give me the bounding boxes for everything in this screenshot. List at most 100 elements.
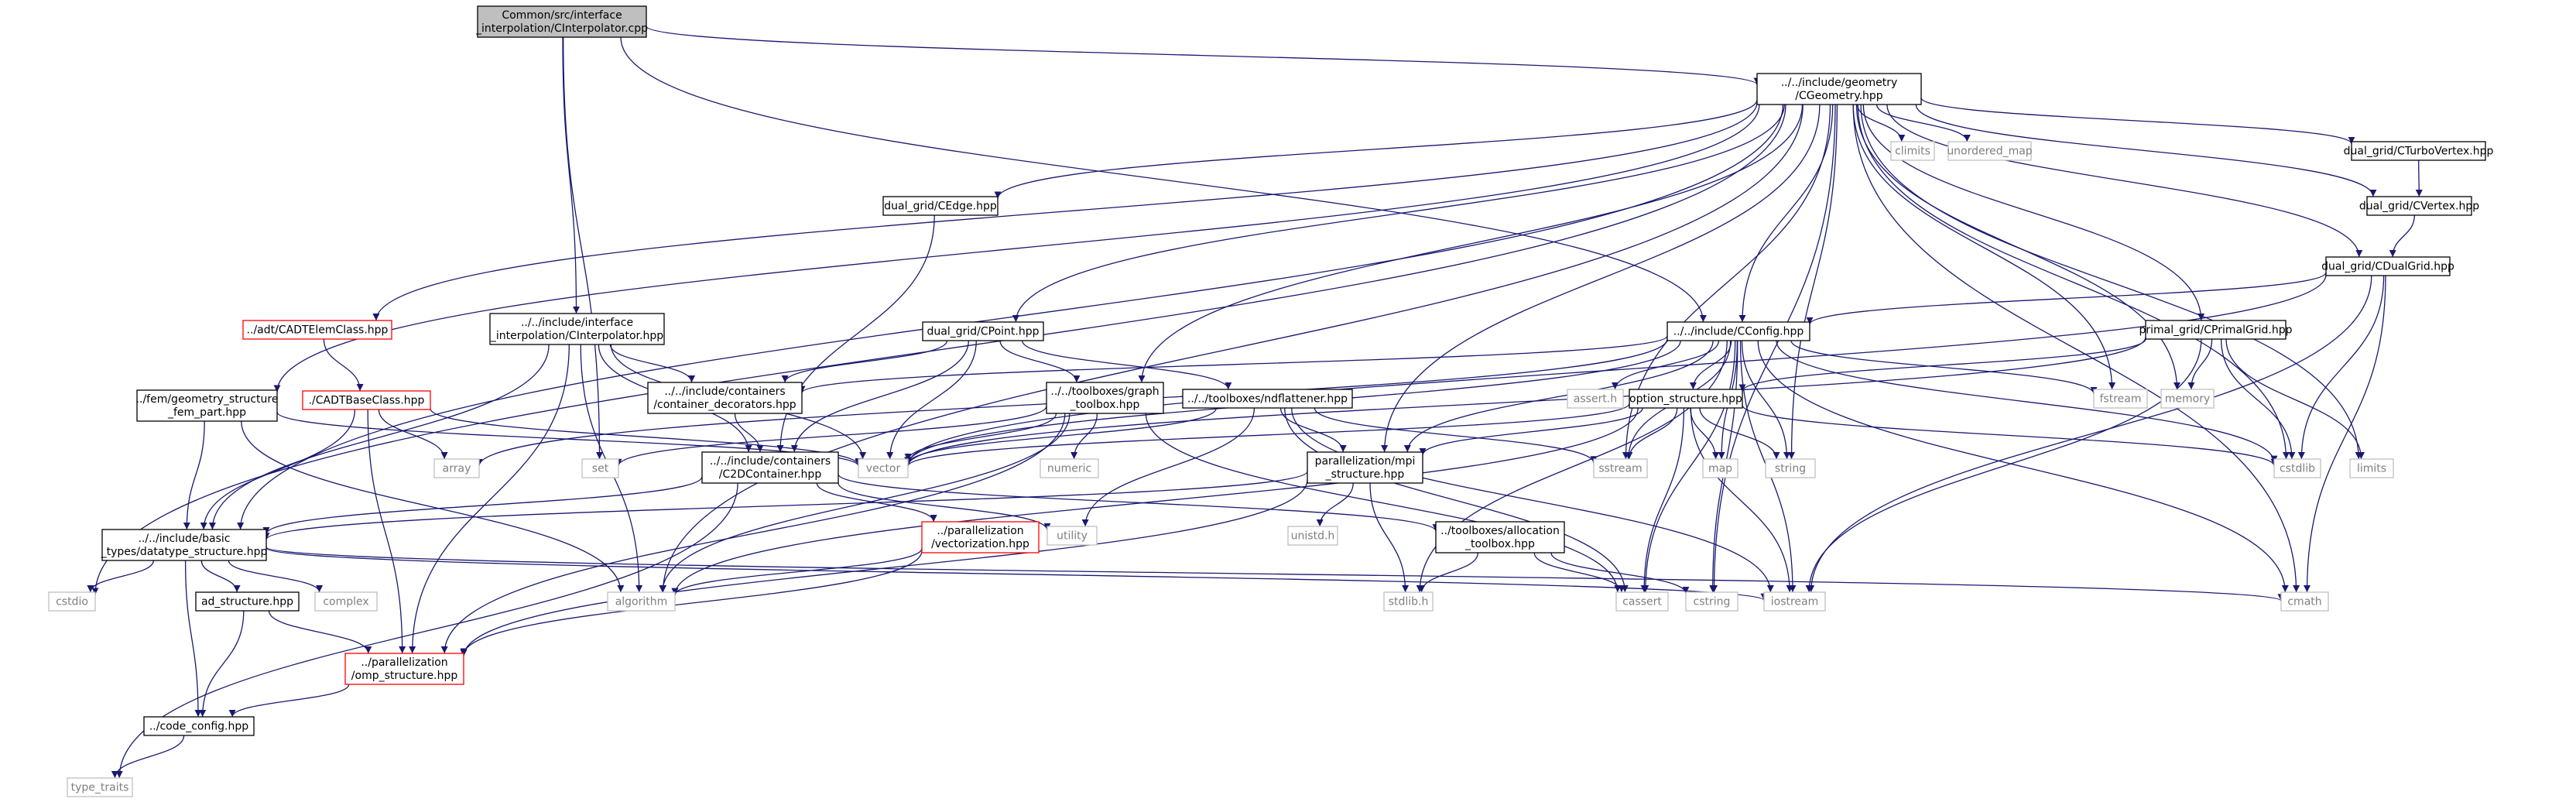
edge-graph_toolbox-to-set xyxy=(615,406,1047,466)
node-box-cstdio xyxy=(48,591,96,612)
node-container_dec[interactable]: ../../include/containers/container_decor… xyxy=(647,382,803,414)
node-box-cmath xyxy=(2280,591,2329,612)
node-interp_hpp[interactable]: ../../include/interface_interpolation/CI… xyxy=(489,313,665,345)
edge-turbovertex-to-cvertex xyxy=(2415,159,2423,197)
edge-option-to-string xyxy=(1699,407,1780,460)
node-cconfig[interactable]: ../../include/CConfig.hpp xyxy=(1667,321,1810,341)
node-fem[interactable]: ../fem/geometry_structure_fem_part.hpp xyxy=(136,389,279,422)
edge-geometry-to-primal xyxy=(1862,104,2205,321)
node-ndflattener[interactable]: ../../toolboxes/ndflattener.hpp xyxy=(1182,389,1353,409)
edge-option-to-iostream xyxy=(1690,407,1793,593)
node-option[interactable]: option_structure.hpp xyxy=(1629,389,1743,409)
node-cstdlib: cstdlib xyxy=(2273,458,2321,478)
edge-geometry-to-limits xyxy=(1860,104,2362,460)
edge-fem-to-datatype xyxy=(183,420,205,530)
node-cadtbase[interactable]: ./CADTBaseClass.hpp xyxy=(302,390,431,410)
node-label-ndflattener: ../../toolboxes/ndflattener.hpp xyxy=(1187,393,1348,406)
node-label-fem: _fem_part.hpp xyxy=(167,406,246,419)
node-box-limits xyxy=(2349,458,2394,478)
node-memory: memory xyxy=(2160,389,2215,409)
node-label-primal: primal_grid/CPrimalGrid.hpp xyxy=(2139,324,2293,337)
node-label-mpi: parallelization/mpi xyxy=(1315,455,1416,468)
node-cadtelem[interactable]: ../adt/CADTElemClass.hpp xyxy=(242,320,392,340)
node-box-primal xyxy=(2145,320,2287,340)
node-array: array xyxy=(433,458,480,478)
node-dualgrid[interactable]: dual_grid/CDualGrid.hpp xyxy=(2321,256,2454,276)
node-box-interp_hpp xyxy=(489,313,665,345)
node-root[interactable]: Common/src/interface_interpolation/CInte… xyxy=(475,5,648,38)
node-omp[interactable]: ../parallelization/omp_structure.hpp xyxy=(344,653,464,685)
edge-fem-to-algorithm xyxy=(241,420,625,593)
node-box-geometry xyxy=(1756,73,1922,105)
node-label-cadtelem: ../adt/CADTElemClass.hpp xyxy=(247,324,389,337)
edge-primal-to-memory xyxy=(2187,338,2213,390)
edge-geometry-to-cstdlib xyxy=(1857,104,2290,460)
edge-c2d-to-datatype xyxy=(262,476,703,535)
node-box-cadtelem xyxy=(242,320,392,340)
edge-dualgrid-to-cmath xyxy=(2304,275,2386,593)
edge-geometry-to-cmath xyxy=(1852,104,2300,593)
edge-ndflattener-to-utility xyxy=(1081,407,1255,527)
edge-ad_structure-to-code_config xyxy=(199,610,245,718)
node-label-limits: limits xyxy=(2357,463,2386,475)
node-label-climits: climits xyxy=(1895,146,1930,158)
node-box-cstring xyxy=(1685,591,1738,612)
node-utility: utility xyxy=(1046,526,1098,546)
node-box-climits xyxy=(1890,141,1935,161)
edge-primal-to-limits xyxy=(2225,338,2365,460)
edge-geometry-to-cadtelem xyxy=(372,101,1758,321)
edge-primal-to-option xyxy=(1738,338,2146,392)
node-alloc_toolbox[interactable]: ../toolboxes/allocation_toolbox.hpp xyxy=(1435,521,1565,554)
node-primal[interactable]: primal_grid/CPrimalGrid.hpp xyxy=(2139,320,2293,340)
edge-cconfig-to-asserth xyxy=(1612,340,1720,390)
node-cstring: cstring xyxy=(1685,591,1738,612)
node-box-type_traits xyxy=(67,777,133,797)
node-cpoint[interactable]: dual_grid/CPoint.hpp xyxy=(922,321,1044,341)
edge-ndflattener-to-sstream xyxy=(1314,407,1598,464)
edge-datatype-to-ad_structure xyxy=(200,560,241,593)
edge-ndflattener-to-cassert xyxy=(1284,407,1629,593)
node-label-code_config: ../code_config.hpp xyxy=(149,721,248,733)
node-label-datatype: _types/datatype_structure.hpp xyxy=(101,546,268,558)
node-graph_toolbox[interactable]: ../../toolboxes/graph_toolbox.hpp xyxy=(1046,382,1164,414)
edge-geometry-to-datatype xyxy=(237,104,1784,530)
edge-code_config-to-type_traits xyxy=(111,735,185,779)
node-cmath: cmath xyxy=(2280,591,2329,612)
node-box-code_config xyxy=(143,716,255,736)
node-c2d[interactable]: ../../include/containers/C2DContainer.hp… xyxy=(701,451,839,484)
node-label-vectorization: /vectorization.hpp xyxy=(931,538,1029,550)
node-string: string xyxy=(1765,458,1816,478)
node-climits: climits xyxy=(1890,141,1935,161)
edge-cconfig-to-option xyxy=(1689,340,1732,390)
node-asserth: assert.h xyxy=(1567,389,1624,409)
edge-geometry-to-fstream xyxy=(1852,104,2116,390)
node-label-unordered_map: unordered_map xyxy=(1947,146,2032,158)
node-code_config[interactable]: ../code_config.hpp xyxy=(143,716,255,736)
edge-geometry-to-graph_toolbox xyxy=(1138,104,1804,383)
node-ad_structure[interactable]: ad_structure.hpp xyxy=(195,591,300,612)
node-label-cadtbase: ./CADTBaseClass.hpp xyxy=(309,395,425,407)
node-box-root xyxy=(477,5,647,38)
nodes-layer: Common/src/interface_interpolation/CInte… xyxy=(48,5,2494,797)
node-type_traits: type_traits xyxy=(67,777,133,797)
node-mpi[interactable]: parallelization/mpi_structure.hpp xyxy=(1307,451,1423,484)
node-label-vector: vector xyxy=(866,463,901,475)
node-box-complex xyxy=(314,591,378,612)
node-geometry[interactable]: ../../include/geometry/CGeometry.hpp xyxy=(1756,73,1922,105)
node-label-dualgrid: dual_grid/CDualGrid.hpp xyxy=(2321,261,2454,273)
node-cassert: cassert xyxy=(1615,591,1669,612)
edge-mpi-to-datatype xyxy=(262,471,1308,540)
node-datatype[interactable]: ../../include/basic_types/datatype_struc… xyxy=(101,529,268,561)
node-box-stdlib xyxy=(1383,591,1434,612)
node-vectorization[interactable]: ../parallelization/vectorization.hpp xyxy=(921,521,1040,554)
node-box-sstream xyxy=(1593,458,1648,478)
node-turbovertex[interactable]: dual_grid/CTurboVertex.hpp xyxy=(2344,141,2494,161)
node-box-omp xyxy=(344,653,464,685)
node-cedge[interactable]: dual_grid/CEdge.hpp xyxy=(882,196,999,216)
edge-datatype-to-code_config xyxy=(184,560,202,718)
node-complex: complex xyxy=(314,591,378,612)
node-label-cassert: cassert xyxy=(1622,596,1662,608)
node-label-option: option_structure.hpp xyxy=(1629,393,1742,406)
node-cvertex[interactable]: dual_grid/CVertex.hpp xyxy=(2359,196,2479,216)
node-box-cstdlib xyxy=(2273,458,2321,478)
